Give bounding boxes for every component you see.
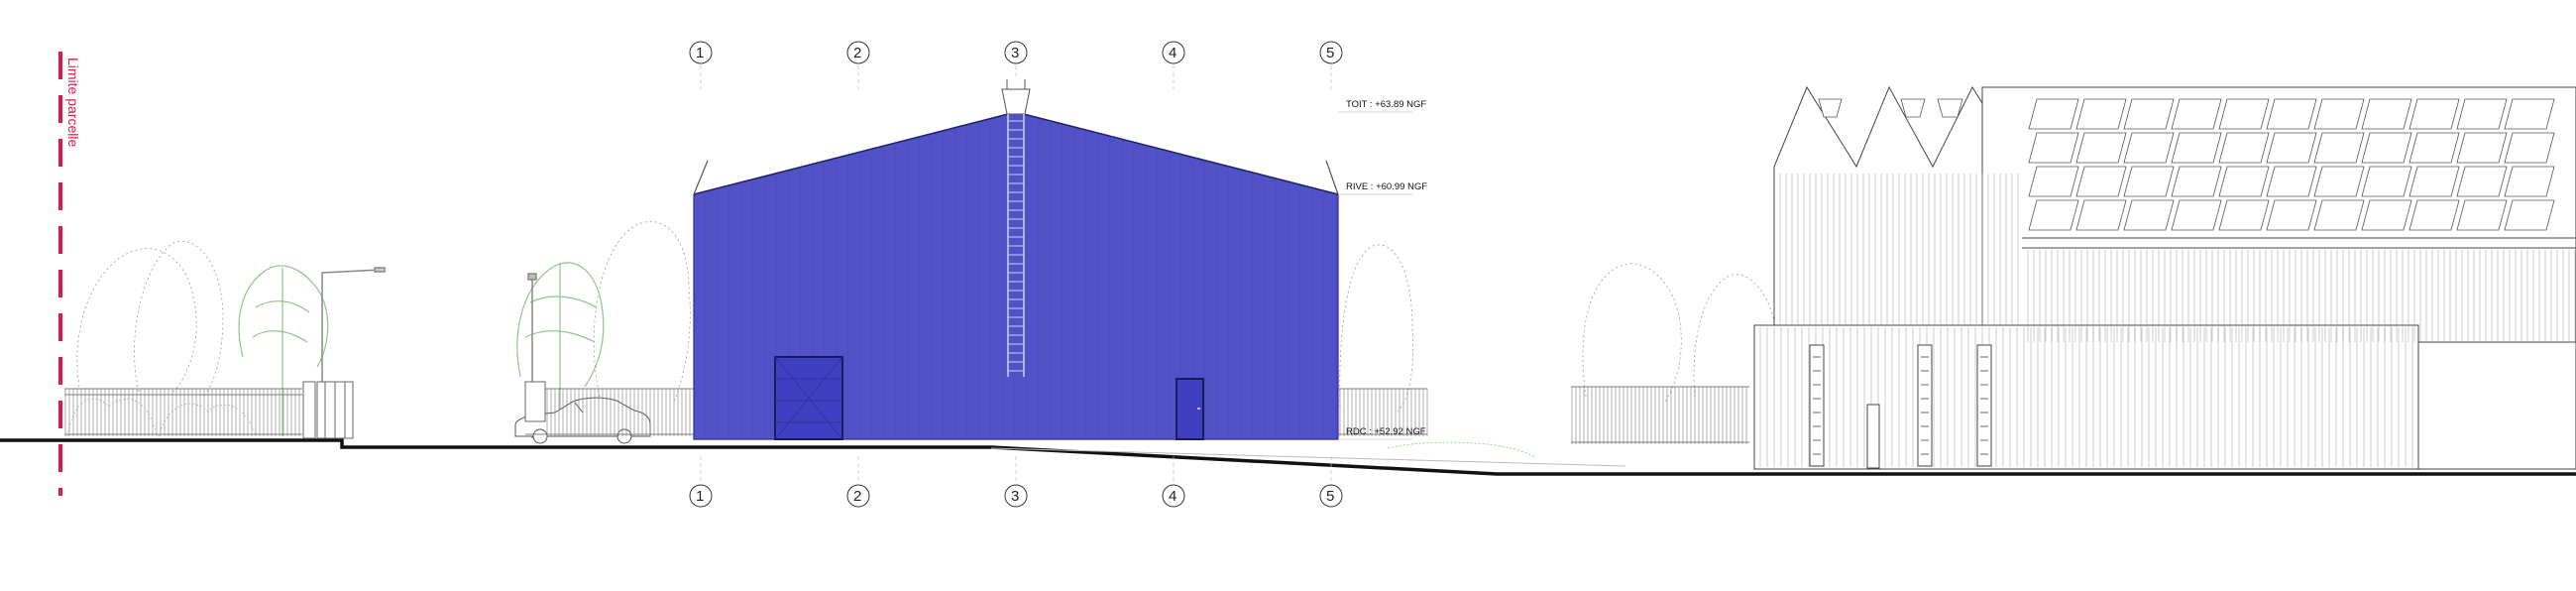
grid-label-top-4: 4	[1169, 45, 1176, 61]
grid-label-top-5: 5	[1326, 45, 1334, 61]
left-tree-group	[76, 240, 224, 398]
mid-tree-outline	[593, 221, 691, 403]
grid-label-bottom-4: 4	[1169, 488, 1176, 505]
grid-bubble-bottom-5	[1319, 484, 1343, 508]
ground-line	[0, 438, 2576, 476]
green-tree	[238, 265, 329, 436]
left-gate	[302, 381, 354, 439]
grid-axis-lines-bottom	[700, 456, 1332, 484]
right-hangar-tree	[1339, 244, 1413, 413]
right-fence	[1571, 386, 1749, 443]
mid-fence-bars	[546, 389, 695, 436]
grid-bubble-bottom-2	[846, 484, 870, 508]
grid-bubble-bottom-1	[689, 484, 713, 508]
level-rdc-label: RDC : +52.92 NGF	[1346, 426, 1426, 437]
solar-panels	[2028, 98, 2555, 231]
left-fence	[64, 388, 302, 435]
grid-label-bottom-1: 1	[696, 488, 704, 505]
grid-axis-lines-top	[700, 65, 1332, 89]
grid-bubble-top-1	[689, 41, 713, 64]
mid-green-tree	[516, 262, 605, 436]
ground-sub-line	[990, 447, 1626, 467]
level-rive: RIVE : +60.99 NGF	[1338, 181, 1427, 195]
neighbor-doors	[1809, 344, 1992, 469]
grid-bubble-top-3	[1004, 41, 1028, 64]
grid-bubble-bottom-4	[1162, 484, 1185, 508]
grid-label-bottom-5: 5	[1326, 488, 1334, 505]
right-hangar-shrubs	[1387, 441, 1537, 459]
left-fence-bars	[64, 389, 300, 436]
grid-label-bottom-3: 3	[1011, 488, 1019, 505]
grid-bubble-bottom-3	[1004, 484, 1028, 508]
mid-gate	[524, 381, 546, 422]
neighbor-cladding	[1759, 174, 2576, 467]
neighbor-door-marks	[1813, 356, 1988, 455]
property-limit-label: Limite parcelle	[65, 58, 81, 147]
level-toit-label: TOIT : +63.89 NGF	[1346, 99, 1426, 110]
level-rive-label: RIVE : +60.99 NGF	[1346, 181, 1427, 192]
neighbor-skylights	[1818, 98, 1963, 118]
roof-hatch	[1001, 79, 1031, 115]
right-fence-bars	[1571, 387, 1747, 444]
left-shrubs	[66, 398, 257, 437]
grid-label-bottom-2: 2	[853, 488, 861, 505]
grid-label-top-2: 2	[853, 45, 861, 61]
roof-hatch-left	[693, 160, 709, 195]
roof-hatch-right	[1325, 160, 1339, 195]
grid-bubble-top-2	[846, 41, 870, 64]
right-hangar-fence-bars	[1339, 389, 1428, 436]
level-toit: TOIT : +63.89 NGF	[1338, 99, 1426, 113]
personnel-door	[1176, 378, 1204, 440]
mid-fence	[525, 388, 694, 435]
right-hangar-fence	[1338, 388, 1427, 435]
ladder-rungs	[1008, 120, 1024, 372]
facade-cladding	[705, 114, 1337, 439]
grid-bubble-top-4	[1162, 41, 1185, 64]
grid-bubble-top-5	[1319, 41, 1343, 64]
level-rdc: RDC : +52.92 NGF	[1338, 426, 1426, 440]
right-trees	[1582, 263, 1777, 403]
grid-label-top-3: 3	[1011, 45, 1019, 61]
grid-axes-bottom	[689, 484, 1343, 508]
sectional-door	[774, 356, 843, 440]
grid-label-top-1: 1	[696, 45, 704, 61]
grid-axes-top	[689, 41, 1343, 64]
